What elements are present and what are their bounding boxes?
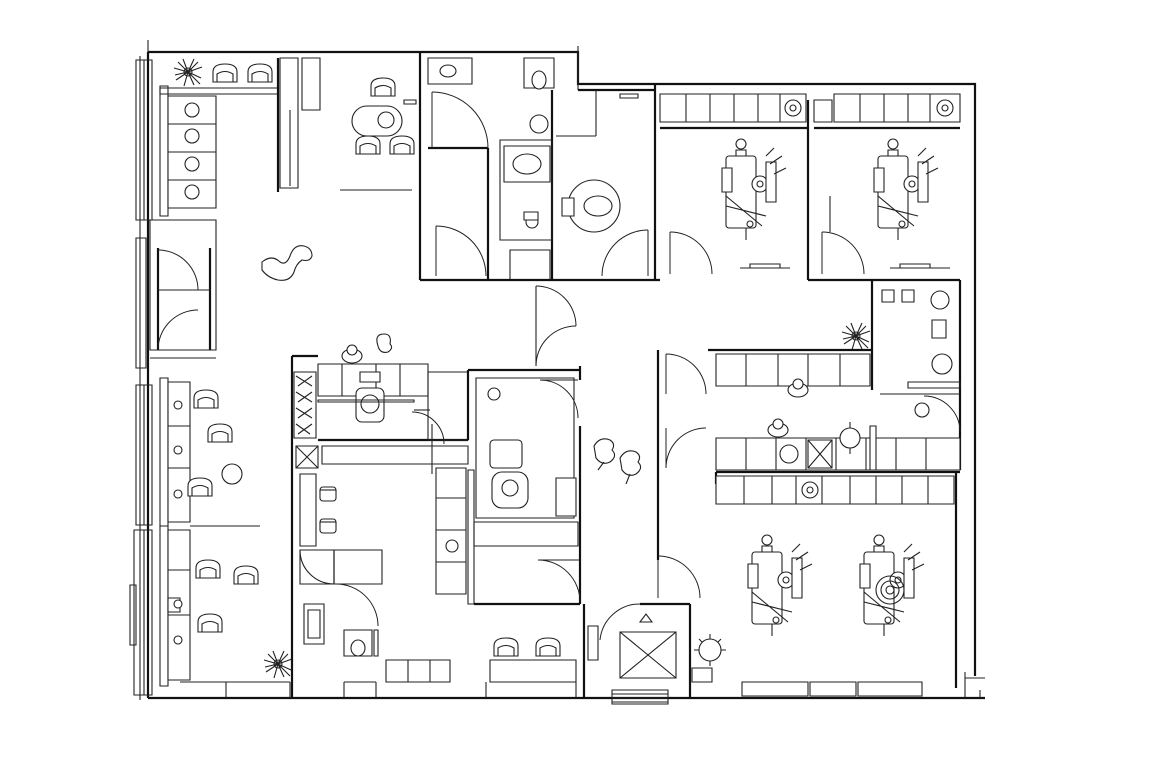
left-windows (130, 60, 152, 695)
dental-chair-icon (873, 138, 939, 241)
central-corridor (536, 286, 960, 484)
misc-walls (226, 682, 576, 698)
consult-room (468, 370, 580, 604)
exterior-walls (140, 40, 985, 700)
dental-chair-icon (859, 534, 925, 637)
elevator-lobby (584, 556, 726, 704)
reception (292, 334, 468, 698)
restrooms (420, 58, 660, 280)
dental-chair-icon (721, 138, 787, 241)
treatment-room-2 (808, 94, 960, 280)
lab-kitchen (296, 446, 580, 682)
treatment-room-1 (655, 84, 808, 280)
open-treatment-area (658, 472, 956, 696)
waiting-area (150, 58, 320, 686)
dental-chair-icon (747, 534, 813, 637)
staff-room (340, 52, 420, 280)
plant-icon (263, 650, 293, 679)
plant-icon (841, 322, 871, 351)
plant-icon (173, 58, 203, 87)
